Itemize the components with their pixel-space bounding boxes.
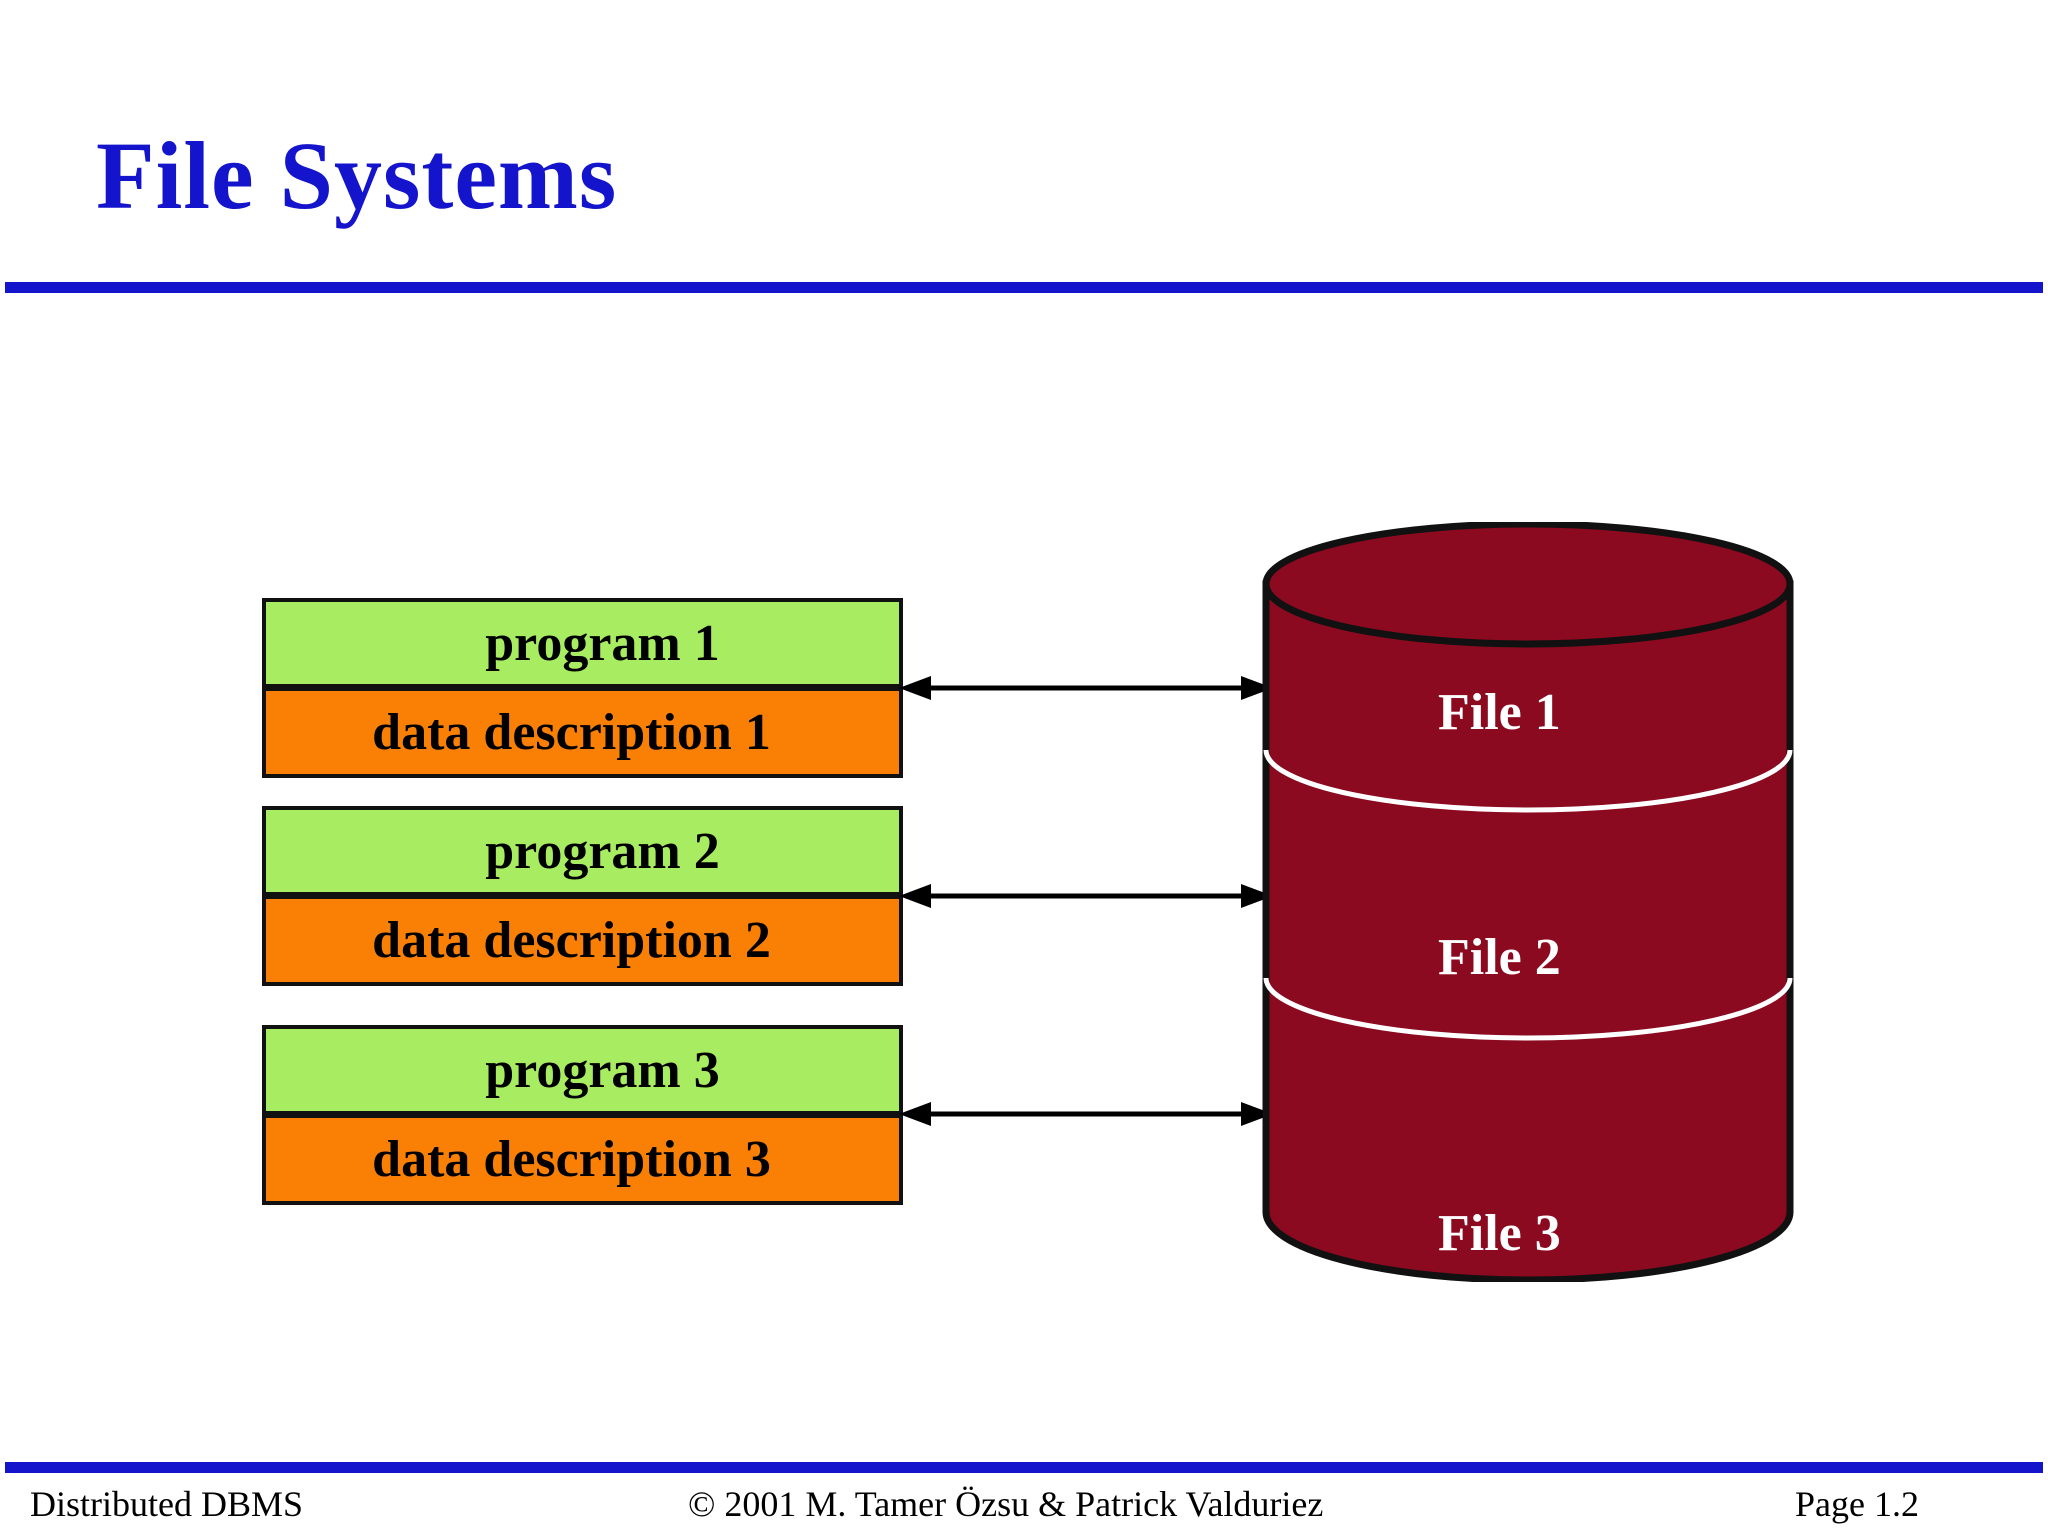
- title-divider-rule: [5, 282, 2043, 293]
- storage-cylinder: File 3: [1262, 522, 1794, 1282]
- program-block-2: program 2 data description 2: [262, 806, 903, 986]
- footer-left-text: Distributed DBMS: [30, 1484, 304, 1524]
- file-label-1: File 1: [1438, 684, 1561, 741]
- page-title: File Systems: [96, 122, 618, 229]
- program-block-3: program 3 data description 3: [262, 1025, 903, 1205]
- connector-arrow-1: [899, 672, 1273, 704]
- connector-arrow-2: [899, 880, 1273, 912]
- footer-center-text: © 2001 M. Tamer Özsu & Patrick Valduriez: [688, 1484, 1324, 1524]
- footer-divider-rule: [5, 1462, 2043, 1473]
- data-description-cell-3: data description 3: [262, 1115, 903, 1205]
- program-cell-1: program 1: [262, 598, 903, 688]
- data-description-cell-2: data description 2: [262, 896, 903, 986]
- file-label-3: File 3: [1438, 1205, 1561, 1262]
- data-description-cell-1: data description 1: [262, 688, 903, 778]
- program-block-1: program 1 data description 1: [262, 598, 903, 778]
- program-cell-2: program 2: [262, 806, 903, 896]
- file-label-2: File 2: [1438, 929, 1561, 986]
- connector-arrow-3: [899, 1098, 1273, 1130]
- program-cell-3: program 3: [262, 1025, 903, 1115]
- footer-page-number: Page 1.2: [1795, 1484, 1919, 1524]
